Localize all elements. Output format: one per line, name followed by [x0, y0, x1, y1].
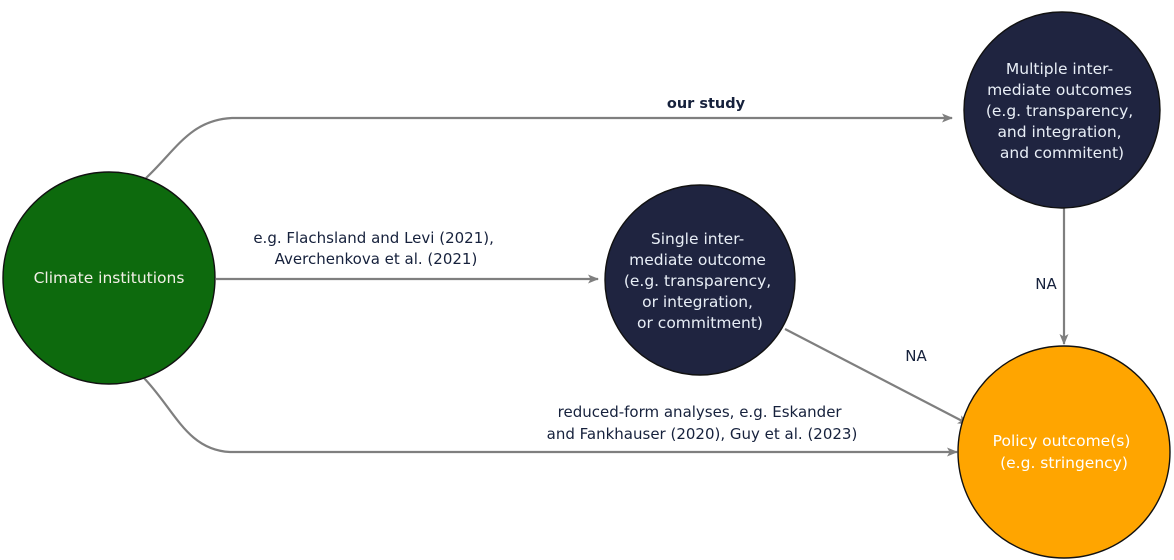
edge-label-institutions-to-policy: reduced-form analyses, e.g. Eskander and…	[547, 403, 858, 443]
node-climate-institutions[interactable]: Climate institutions	[2, 171, 216, 385]
edges-layer	[141, 113, 1069, 457]
climate-institutions-label: Climate institutions	[34, 269, 185, 287]
single-intermediate-outcome-circle[interactable]	[604, 184, 796, 376]
edge-label-our-study: our study	[667, 96, 746, 112]
policy-outcomes-circle[interactable]	[957, 345, 1171, 559]
edge-single-to-policy-path	[784, 328, 969, 425]
edge-labels-layer: our study e.g. Flachsland and Levi (2021…	[253, 96, 1057, 443]
multiple-intermediate-outcomes-circle[interactable]	[963, 11, 1161, 209]
node-single-intermediate-outcome[interactable]: Single inter- mediate outcome (e.g. tran…	[604, 184, 796, 376]
edge-institutions-to-multiple-path	[145, 113, 953, 179]
multiple-intermediate-outcomes-label: Multiple inter- mediate outcomes (e.g. t…	[986, 60, 1138, 162]
single-intermediate-outcome-label: Single inter- mediate outcome (e.g. tran…	[624, 230, 776, 332]
node-multiple-intermediate-outcomes[interactable]: Multiple inter- mediate outcomes (e.g. t…	[963, 11, 1161, 209]
policy-outcomes-label: Policy outcome(s) (e.g. stringency)	[993, 432, 1136, 472]
edge-label-single-to-policy: NA	[905, 347, 927, 365]
edge-institutions-to-policy-path	[141, 375, 958, 457]
edge-label-institutions-to-single: e.g. Flachsland and Levi (2021), Averche…	[253, 229, 498, 268]
climate-institutions-circle[interactable]	[2, 171, 216, 385]
node-policy-outcomes[interactable]: Policy outcome(s) (e.g. stringency)	[957, 345, 1171, 559]
edge-label-multiple-to-policy: NA	[1035, 275, 1057, 293]
